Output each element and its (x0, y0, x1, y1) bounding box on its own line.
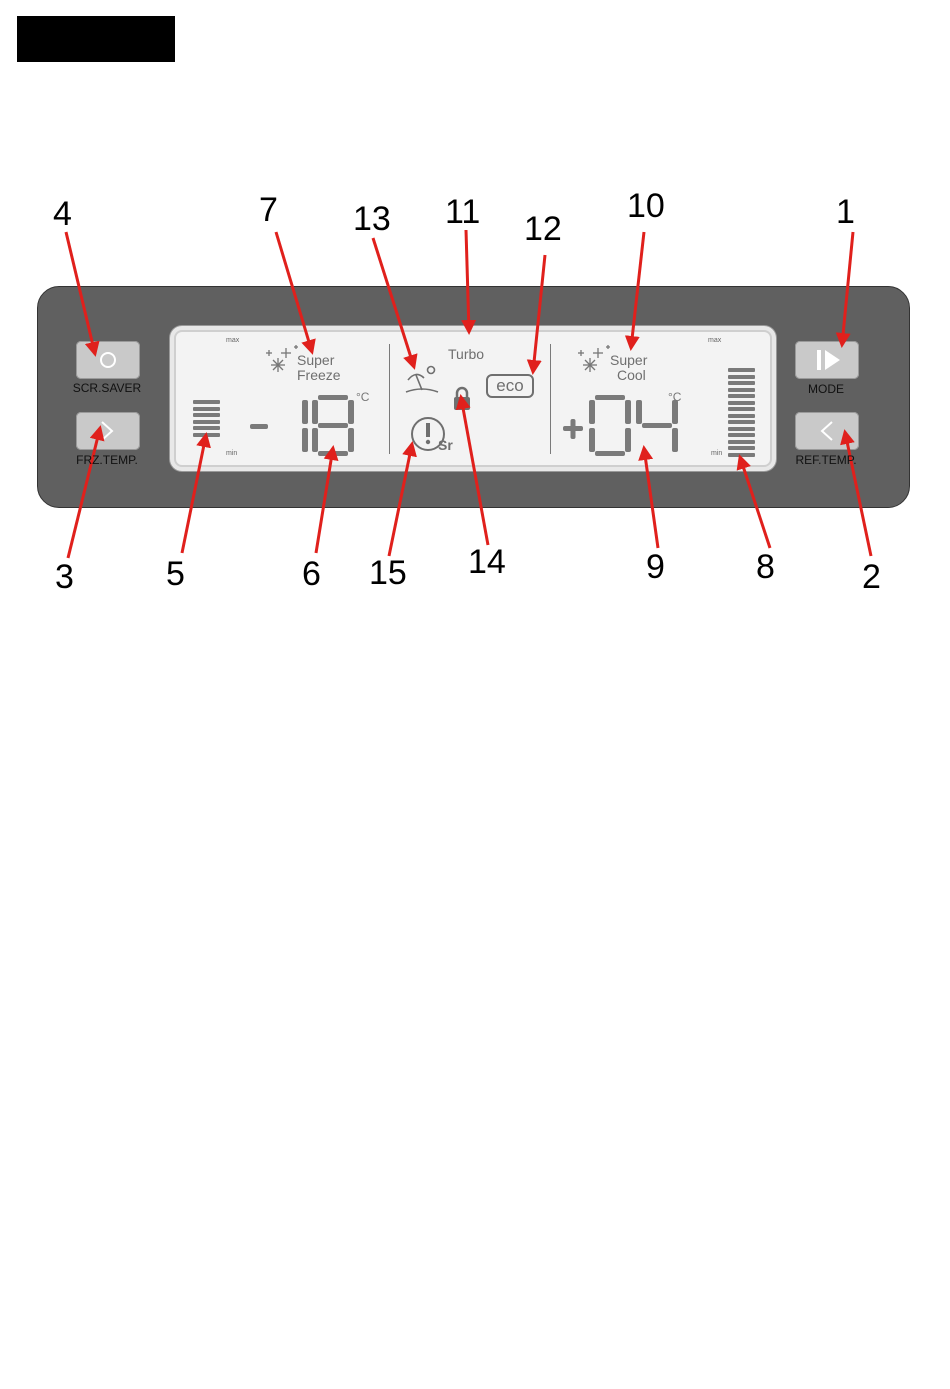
callout-4: 4 (53, 197, 72, 231)
super-cool-line2: Cool (617, 368, 646, 383)
frz-temp-button[interactable] (76, 412, 140, 450)
play-pause-icon (795, 341, 859, 379)
eco-badge: eco (486, 374, 534, 398)
fridge-min-label: min (711, 450, 722, 457)
beach-icon (404, 364, 442, 396)
freezer-min-label: min (226, 450, 237, 457)
callout-10: 10 (627, 189, 665, 223)
lock-icon (452, 386, 472, 412)
level-bar-segment (728, 414, 755, 418)
fridge-max-label: max (708, 337, 721, 344)
level-bar-segment (193, 400, 220, 404)
freezer-max-label: max (226, 337, 239, 344)
level-bar-segment (193, 433, 220, 437)
chevron-right-icon (76, 412, 140, 450)
level-bar-segment (193, 426, 220, 430)
level-bar-segment (728, 453, 755, 457)
level-bar-segment (728, 368, 755, 372)
lcd-display: max min Super Freeze °C Tu (174, 330, 772, 467)
level-bar-segment (728, 433, 755, 437)
super-freeze-line2: Freeze (297, 368, 341, 383)
callout-3: 3 (55, 560, 74, 594)
fridge-temp-digits (560, 392, 680, 457)
level-bar-segment (193, 420, 220, 424)
callout-15: 15 (369, 556, 407, 590)
level-bar-segment (193, 413, 220, 417)
level-bar-segment (728, 388, 755, 392)
callout-5: 5 (166, 557, 185, 591)
divider-right (550, 344, 551, 454)
mode-button[interactable] (795, 341, 859, 379)
callout-14: 14 (468, 545, 506, 579)
circle-icon (76, 341, 140, 379)
ref-temp-button[interactable] (795, 412, 859, 450)
turbo-label: Turbo (448, 347, 484, 362)
black-header-box (17, 16, 175, 62)
sr-label: Sr (438, 438, 453, 453)
chevron-left-icon (795, 412, 859, 450)
level-bar-segment (193, 407, 220, 411)
callout-6: 6 (302, 557, 321, 591)
callout-2: 2 (862, 560, 881, 594)
mode-label: MODE (808, 382, 844, 396)
super-freeze-line1: Super (297, 353, 334, 368)
level-bar-segment (728, 427, 755, 431)
level-bar-segment (728, 375, 755, 379)
freezer-minus-segment (250, 424, 268, 429)
callout-7: 7 (259, 193, 278, 227)
level-bar-segment (728, 446, 755, 450)
level-bar-segment (728, 381, 755, 385)
level-bar-segment (728, 394, 755, 398)
fridge-celsius-unit: °C (668, 390, 681, 404)
callout-1: 1 (836, 195, 855, 229)
snowflake-icon (578, 342, 614, 374)
scr-saver-label: SCR.SAVER (73, 381, 141, 395)
freezer-level-bars (193, 400, 220, 439)
ref-temp-label: REF.TEMP. (795, 453, 856, 467)
level-bar-segment (728, 407, 755, 411)
level-bar-segment (728, 420, 755, 424)
super-cool-line1: Super (610, 353, 647, 368)
callout-9: 9 (646, 550, 665, 584)
callout-11: 11 (445, 195, 480, 229)
callout-12: 12 (524, 212, 562, 246)
freezer-celsius-unit: °C (356, 390, 369, 404)
level-bar-segment (728, 401, 755, 405)
callout-13: 13 (353, 202, 391, 236)
frz-temp-label: FRZ.TEMP. (76, 453, 138, 467)
callout-8: 8 (756, 550, 775, 584)
freezer-temp-digits (246, 392, 366, 457)
fridge-level-bars (728, 368, 755, 459)
scr-saver-button[interactable] (76, 341, 140, 379)
divider-left (389, 344, 390, 454)
level-bar-segment (728, 440, 755, 444)
